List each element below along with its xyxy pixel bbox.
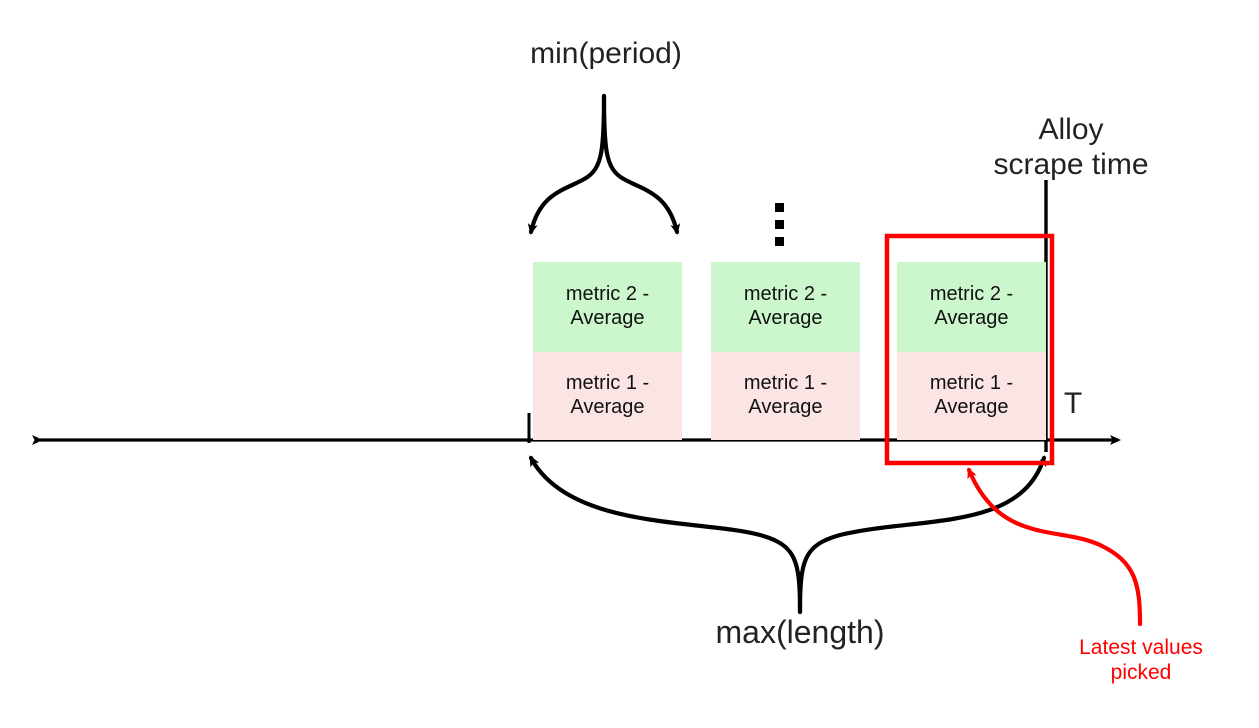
min-period-brace-arrow <box>527 93 681 235</box>
latest-window-highlight-rect <box>884 233 1055 466</box>
metric-1-cell: metric 1 - Average <box>897 352 1046 440</box>
max-length-label: max(length) <box>715 614 885 650</box>
metric-2-cell: metric 2 - Average <box>897 262 1046 352</box>
metric-window-2: metric 2 - Average metric 1 - Average <box>711 262 860 440</box>
ellipsis-dot <box>775 203 784 212</box>
metric-1-cell: metric 1 - Average <box>711 352 860 440</box>
metric-1-cell: metric 1 - Average <box>533 352 682 440</box>
ellipsis-dots <box>775 203 784 254</box>
metric-window-1: metric 2 - Average metric 1 - Average <box>533 262 682 440</box>
min-period-label: min(period) <box>530 37 682 70</box>
ellipsis-dot <box>775 220 784 229</box>
latest-values-callout-arrow <box>966 467 1143 627</box>
alloy-scrape-time-label: Alloy scrape time <box>993 113 1149 182</box>
metric-window-3: metric 2 - Average metric 1 - Average <box>897 262 1046 440</box>
time-axis-label: T <box>1063 387 1083 420</box>
metric-2-cell: metric 2 - Average <box>711 262 860 352</box>
metric-2-cell: metric 2 - Average <box>533 262 682 352</box>
latest-values-picked-label: Latest values picked <box>1079 636 1203 684</box>
max-length-brace-arrow <box>528 455 1047 615</box>
ellipsis-dot <box>775 237 784 246</box>
